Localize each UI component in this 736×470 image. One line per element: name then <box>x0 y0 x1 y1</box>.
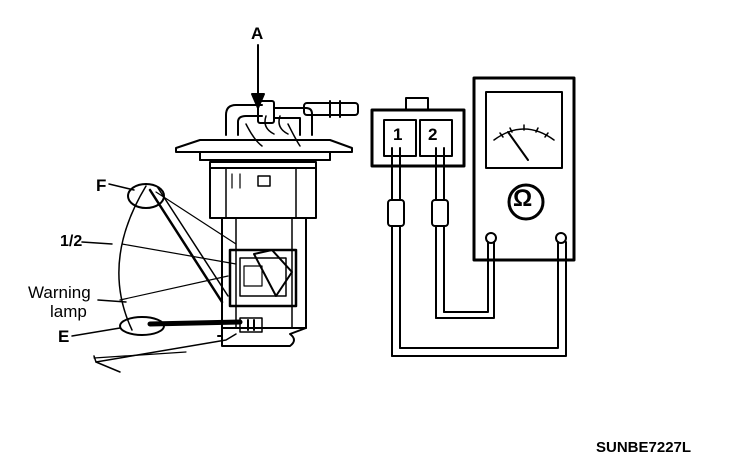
label-half: 1/2 <box>60 233 83 250</box>
float-arm-full <box>148 188 224 304</box>
sender-frame <box>221 217 307 329</box>
meter-needle <box>507 131 529 161</box>
ohmmeter-icon <box>472 76 576 262</box>
pipe-nipple <box>257 100 275 124</box>
test-probes <box>387 147 449 357</box>
label-pin-1: 1 <box>393 125 403 144</box>
test-leads <box>391 241 567 357</box>
ohm-range-dial <box>507 183 545 221</box>
float-arm-sweep <box>93 183 243 373</box>
terminal-left <box>485 232 497 244</box>
float-arm-empty <box>147 319 243 327</box>
meter-case <box>472 76 576 262</box>
label-pin-2: 2 <box>428 125 438 144</box>
terminal-right <box>555 232 567 244</box>
pipe-fitting <box>225 104 263 136</box>
label-e-empty: E <box>58 327 70 346</box>
sender-unit <box>228 248 298 308</box>
meter-dial-window <box>485 91 563 169</box>
probe-1-grip <box>387 199 405 227</box>
float-empty <box>119 316 165 336</box>
float-travel-arc <box>118 185 147 331</box>
probe-2-grip <box>431 199 449 227</box>
ohm-symbol: Ω <box>513 185 533 212</box>
label-lamp: lamp <box>50 302 87 321</box>
label-a: A <box>251 24 264 43</box>
label-warning: Warning <box>28 283 91 302</box>
arrow-a <box>251 44 265 109</box>
two-pin-connector-icon <box>370 97 466 168</box>
mounting-flange <box>175 139 353 153</box>
figure-code: SUNBE7227L <box>596 439 692 456</box>
float-full <box>127 183 165 209</box>
reservoir-bottom <box>221 327 307 347</box>
label-f-full: F <box>96 176 107 195</box>
connector-housing <box>370 108 466 168</box>
leader-lines <box>71 183 135 337</box>
fuel-pump-assembly <box>175 100 359 347</box>
connector-latch <box>405 97 429 111</box>
